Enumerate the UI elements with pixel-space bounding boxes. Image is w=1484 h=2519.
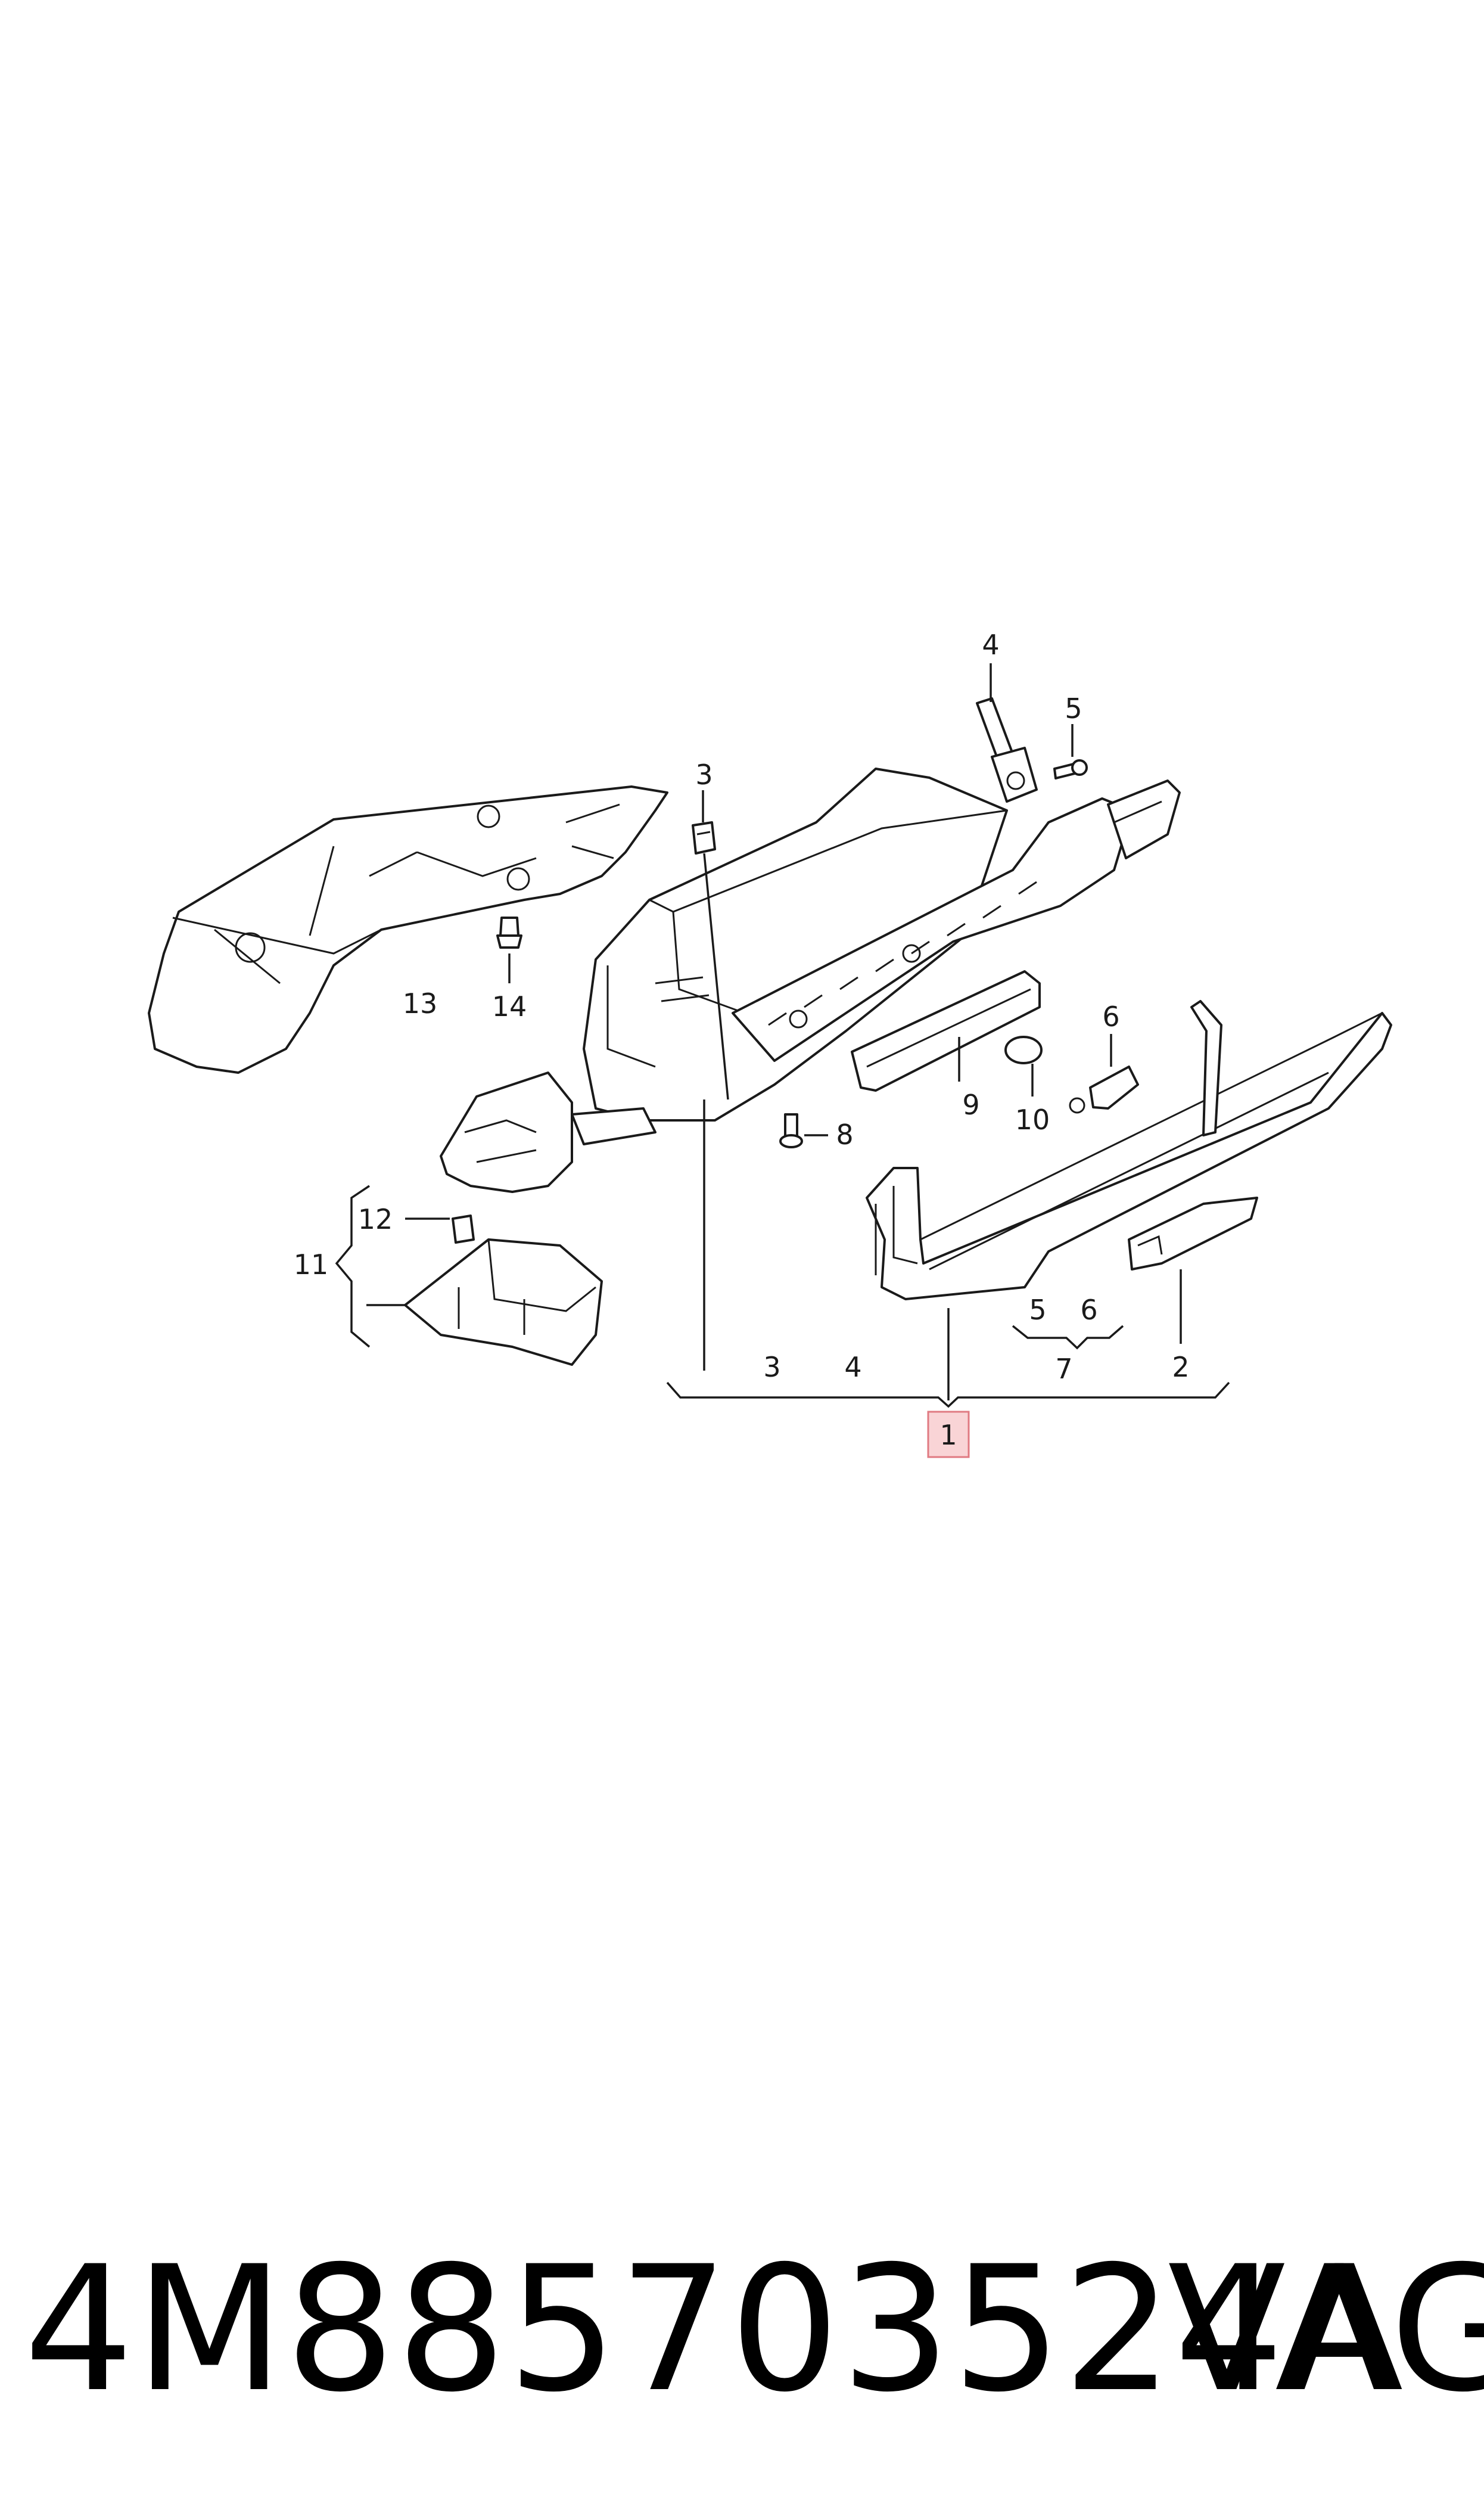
part-1-group-bracket xyxy=(666,1099,1230,1408)
part-5-screw xyxy=(1053,724,1088,779)
part-13-reinforcement-panel xyxy=(148,785,668,1074)
callout-14: 14 xyxy=(492,990,527,1023)
glove-box-housing xyxy=(440,768,1181,1193)
callout-4-top: 4 xyxy=(982,629,999,661)
callout-6-top: 6 xyxy=(1102,1001,1119,1033)
footer-brand: VAG xyxy=(1168,2229,1484,2430)
callout-12: 12 xyxy=(358,1203,393,1235)
callout-10: 10 xyxy=(1015,1104,1050,1136)
callout-1: 1 xyxy=(939,1419,957,1451)
callout-3-top: 3 xyxy=(695,759,713,791)
callout-11: 11 xyxy=(294,1248,329,1281)
part-10-bumper xyxy=(1004,1036,1043,1097)
part-14-push-clip xyxy=(496,917,522,983)
footer-part-number: 4M885703524A xyxy=(24,2229,1405,2430)
part-1-glove-box-lid xyxy=(866,1000,1392,1400)
callout-13: 13 xyxy=(403,987,438,1020)
part-9-latch-rail xyxy=(851,970,1041,1092)
callout-2: 2 xyxy=(1172,1351,1189,1383)
part-8-screw xyxy=(779,1113,828,1148)
part-2-handle xyxy=(1128,1197,1258,1344)
part-4-damper xyxy=(976,663,1038,803)
exploded-parts-diagram: 1 2 3 3 4 4 5 5 6 6 7 8 9 10 11 12 13 14 xyxy=(148,629,1392,1458)
callout-7: 7 xyxy=(1055,1353,1072,1385)
callout-4-group: 4 xyxy=(844,1351,861,1383)
highlighted-part-box xyxy=(927,1411,970,1458)
callout-6-group: 6 xyxy=(1080,1294,1097,1326)
callout-9: 9 xyxy=(962,1089,979,1121)
callout-3-group: 3 xyxy=(763,1351,780,1383)
part-6-catch xyxy=(1069,1034,1139,1114)
callout-5-group: 5 xyxy=(1029,1294,1046,1326)
part-3-clip xyxy=(692,790,729,1100)
callout-8: 8 xyxy=(836,1119,853,1151)
part-11-side-cover xyxy=(335,1185,603,1366)
callout-5-top: 5 xyxy=(1065,692,1082,725)
